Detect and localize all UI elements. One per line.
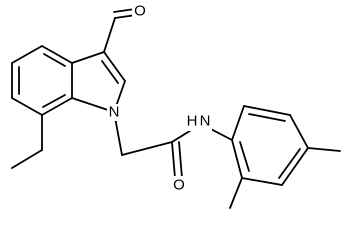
bond <box>71 51 105 64</box>
bond-inner <box>101 60 119 84</box>
bond-inner <box>42 94 66 108</box>
atom-o-amide: O <box>173 177 185 194</box>
bond <box>41 45 73 64</box>
bond <box>113 8 136 13</box>
bond <box>11 97 43 116</box>
ethyl-group <box>11 114 43 169</box>
atom-h-amide: H <box>187 113 198 130</box>
methyl-groups <box>229 147 341 209</box>
aldehyde-group <box>103 8 137 53</box>
bond <box>231 139 243 179</box>
bond <box>41 97 73 116</box>
atom-n-indole: N <box>109 104 120 121</box>
atom-o-aldehyde: O <box>134 3 146 20</box>
dimethylphenyl-ring <box>231 105 309 186</box>
bond <box>103 17 116 53</box>
bond <box>103 51 126 82</box>
structure-svg: O N H N O <box>11 3 341 209</box>
bond-inner <box>248 113 286 122</box>
indole-pyrrole-ring <box>71 51 126 113</box>
bond <box>241 177 283 186</box>
bond <box>178 141 183 179</box>
bond <box>231 105 245 141</box>
bond <box>289 114 309 149</box>
bond <box>171 141 176 179</box>
atom-n-amide: N <box>200 113 211 130</box>
bond-inner <box>43 53 66 67</box>
bond <box>229 177 243 209</box>
bond <box>11 45 43 64</box>
bond-inner <box>278 148 301 179</box>
molecule-diagram: O N H N O <box>11 3 341 209</box>
bond <box>281 147 309 186</box>
bond <box>11 149 43 169</box>
bond <box>307 147 341 152</box>
bond-inner <box>239 141 250 172</box>
acetamide-linker <box>113 111 233 179</box>
indole-benzene-ring <box>11 45 73 116</box>
bond <box>243 105 291 116</box>
atom-labels: O N H N O <box>107 3 212 194</box>
bond <box>121 141 173 156</box>
